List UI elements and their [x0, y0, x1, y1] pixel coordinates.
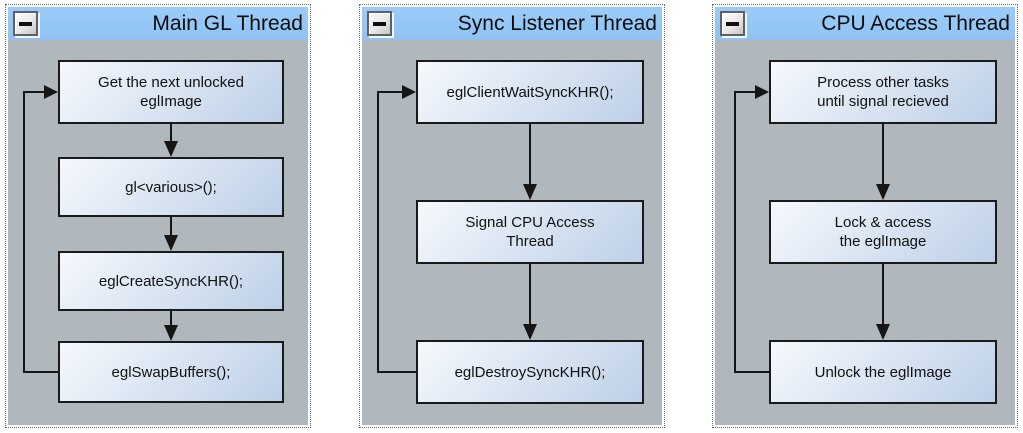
loop-back-arrow	[377, 85, 416, 373]
minimize-button[interactable]	[367, 11, 392, 36]
loop-back-arrow	[734, 85, 769, 373]
title-bar: Main GL Thread	[8, 7, 308, 40]
flow-node-label: gl<various>();	[125, 178, 217, 196]
arrow-connector	[876, 264, 890, 340]
flow-node-label: Process other tasks until signal recieve…	[817, 74, 949, 110]
flow-node-label: Unlock the eglImage	[814, 363, 952, 381]
flow-arrows	[734, 85, 890, 373]
arrow-connector	[164, 124, 178, 157]
flow-node-label: eglClientWaitSyncKHR();	[446, 83, 614, 101]
flow-node: eglCreateSyncKHR();	[58, 251, 284, 311]
flow-node: Lock & access the eglImage	[769, 200, 997, 264]
title-bar: Sync Listener Thread	[362, 7, 662, 40]
flow-node-label: Get the next unlocked eglImage	[98, 74, 244, 110]
arrow-connector	[164, 217, 178, 251]
minimize-icon	[373, 21, 386, 26]
panel-title: Main GL Thread	[152, 11, 303, 35]
flow-node: eglClientWaitSyncKHR();	[416, 60, 644, 124]
minimize-icon	[19, 21, 32, 26]
arrow-connector	[876, 124, 890, 200]
flow-node: gl<various>();	[58, 157, 284, 217]
title-bar: CPU Access Thread	[715, 7, 1015, 40]
flow-node-label: eglDestroySyncKHR();	[454, 363, 606, 381]
minimize-button[interactable]	[13, 11, 38, 36]
panel-sync-listener-thread: Sync Listener Thread eglClientWaitSyncKH…	[359, 4, 665, 428]
panel-cpu-access-thread: CPU Access Thread Process other tasks un…	[712, 4, 1018, 428]
flow-node: Process other tasks until signal recieve…	[769, 60, 997, 124]
minimize-button[interactable]	[720, 11, 745, 36]
panel-body: Process other tasks until signal recieve…	[715, 40, 1015, 425]
flow-node: Get the next unlocked eglImage	[58, 60, 284, 124]
flow-node-label: Lock & access the eglImage	[834, 214, 932, 250]
panel-main-gl-thread: Main GL Thread Get the next unlocked egl…	[5, 4, 311, 428]
panel-title: Sync Listener Thread	[457, 11, 657, 35]
flow-node: Signal CPU Access Thread	[416, 200, 644, 264]
flow-node: eglDestroySyncKHR();	[416, 340, 644, 404]
flow-node-label: eglSwapBuffers();	[111, 363, 231, 381]
flow-node-label: eglCreateSyncKHR();	[98, 272, 244, 290]
flow-arrows	[23, 85, 178, 373]
arrow-connector	[523, 264, 537, 340]
panel-body: Get the next unlocked eglImage gl<variou…	[8, 40, 308, 425]
minimize-icon	[726, 21, 739, 26]
panel-body: eglClientWaitSyncKHR(); Signal CPU Acces…	[362, 40, 662, 425]
arrow-connector	[164, 311, 178, 341]
loop-back-arrow	[23, 85, 58, 373]
flow-arrows	[377, 85, 537, 373]
arrow-connector	[523, 124, 537, 200]
flow-node: Unlock the eglImage	[769, 340, 997, 404]
flow-node-label: Signal CPU Access Thread	[465, 214, 595, 250]
panel-title: CPU Access Thread	[821, 11, 1010, 35]
flow-node: eglSwapBuffers();	[58, 341, 284, 403]
